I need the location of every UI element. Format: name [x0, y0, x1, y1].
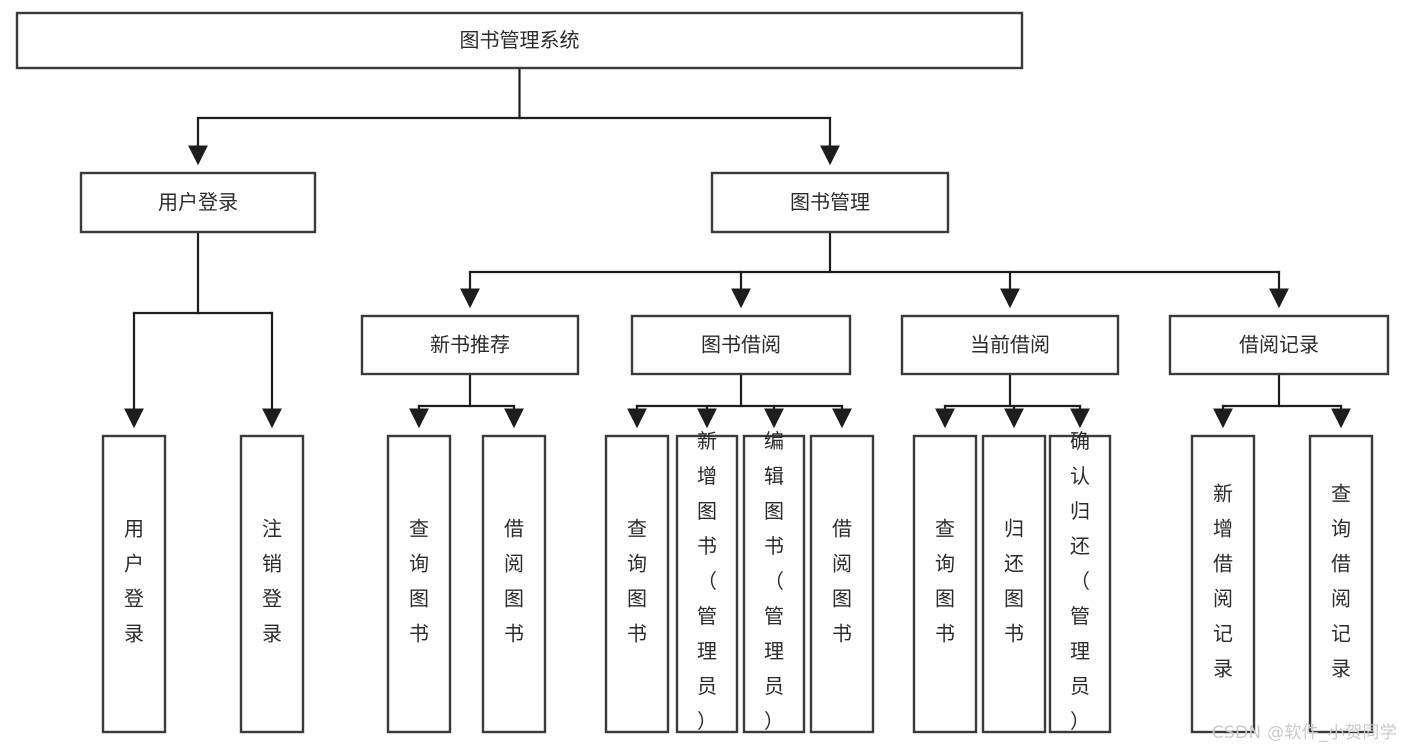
leaf-label: 编辑图书（管理员） [764, 429, 784, 733]
leaf-box [101, 434, 167, 734]
leaf-box [1048, 434, 1112, 734]
leaf-box [239, 434, 305, 734]
leaf-box [604, 434, 670, 734]
node-box [15, 11, 1024, 70]
leaf-box [1308, 434, 1374, 734]
node-box [710, 171, 950, 234]
leaf-leaf-query-record[interactable]: 查询借阅记录 [1308, 434, 1374, 734]
leaf-leaf-logout[interactable]: 注销登录 [239, 434, 305, 734]
leaf-leaf-borrow-book-2[interactable]: 借阅图书 [809, 434, 875, 734]
leaf-box [912, 434, 978, 734]
node-box [630, 314, 852, 376]
node-box [900, 314, 1120, 376]
leaf-label: 用户登录 [124, 517, 144, 646]
node-label: 图书借阅 [701, 333, 781, 357]
leaf-leaf-query-book-1[interactable]: 查询图书 [386, 434, 452, 734]
leaf-leaf-add-book[interactable]: 新增图书（管理员） [675, 429, 739, 734]
node-label: 借阅记录 [1239, 333, 1319, 357]
node-root[interactable]: 图书管理系统 [15, 11, 1024, 70]
leaf-leaf-edit-book[interactable]: 编辑图书（管理员） [742, 429, 806, 734]
node-label: 图书管理 [790, 190, 870, 214]
leaf-label: 借阅图书 [504, 517, 524, 646]
leaf-leaf-query-book-2[interactable]: 查询图书 [604, 434, 670, 734]
leaf-label: 查询图书 [409, 517, 429, 646]
node-book-manage[interactable]: 图书管理 [710, 171, 950, 234]
node-current-borrow[interactable]: 当前借阅 [900, 314, 1120, 376]
node-borrow-record[interactable]: 借阅记录 [1168, 314, 1390, 376]
node-label: 用户登录 [158, 190, 238, 214]
node-label: 图书管理系统 [460, 28, 580, 52]
leaf-leaf-user-login[interactable]: 用户登录 [101, 434, 167, 734]
leaf-box [386, 434, 452, 734]
leaf-box [675, 434, 739, 734]
node-box [1168, 314, 1390, 376]
leaf-leaf-add-record[interactable]: 新增借阅记录 [1190, 434, 1256, 734]
node-box [360, 314, 580, 376]
node-user-login[interactable]: 用户登录 [79, 171, 317, 234]
leaf-box [981, 434, 1047, 734]
leaf-label: 借阅图书 [832, 517, 852, 646]
node-box [79, 171, 317, 234]
leaf-label: 归还图书 [1004, 517, 1024, 646]
leaf-label: 注销登录 [262, 517, 282, 646]
leaf-label: 查询图书 [627, 517, 647, 646]
leaf-leaf-return-book[interactable]: 归还图书 [981, 434, 1047, 734]
watermark-credit: CSDN @软件_小贺同学 [1211, 723, 1397, 743]
leaf-label: 新增图书（管理员） [697, 429, 717, 733]
node-new-book-rec[interactable]: 新书推荐 [360, 314, 580, 376]
leaf-label: 确认归还（管理员） [1070, 429, 1090, 733]
connector-layer [124, 66, 1351, 429]
leaf-label: 查询图书 [935, 517, 955, 646]
leaf-leaf-borrow-book-1[interactable]: 借阅图书 [481, 434, 547, 734]
leaf-label: 查询借阅记录 [1331, 482, 1351, 681]
leaf-leaf-confirm-return[interactable]: 确认归还（管理员） [1048, 429, 1112, 734]
leaf-label: 新增借阅记录 [1213, 482, 1233, 681]
node-label: 新书推荐 [430, 333, 510, 357]
node-label: 当前借阅 [970, 333, 1050, 357]
leaf-box [481, 434, 547, 734]
node-layer: 图书管理系统用户登录图书管理新书推荐图书借阅当前借阅借阅记录用户登录注销登录查询… [15, 11, 1390, 734]
node-book-borrow[interactable]: 图书借阅 [630, 314, 852, 376]
leaf-leaf-query-book-3[interactable]: 查询图书 [912, 434, 978, 734]
leaf-box [1190, 434, 1256, 734]
leaf-box [742, 434, 806, 734]
leaf-box [809, 434, 875, 734]
